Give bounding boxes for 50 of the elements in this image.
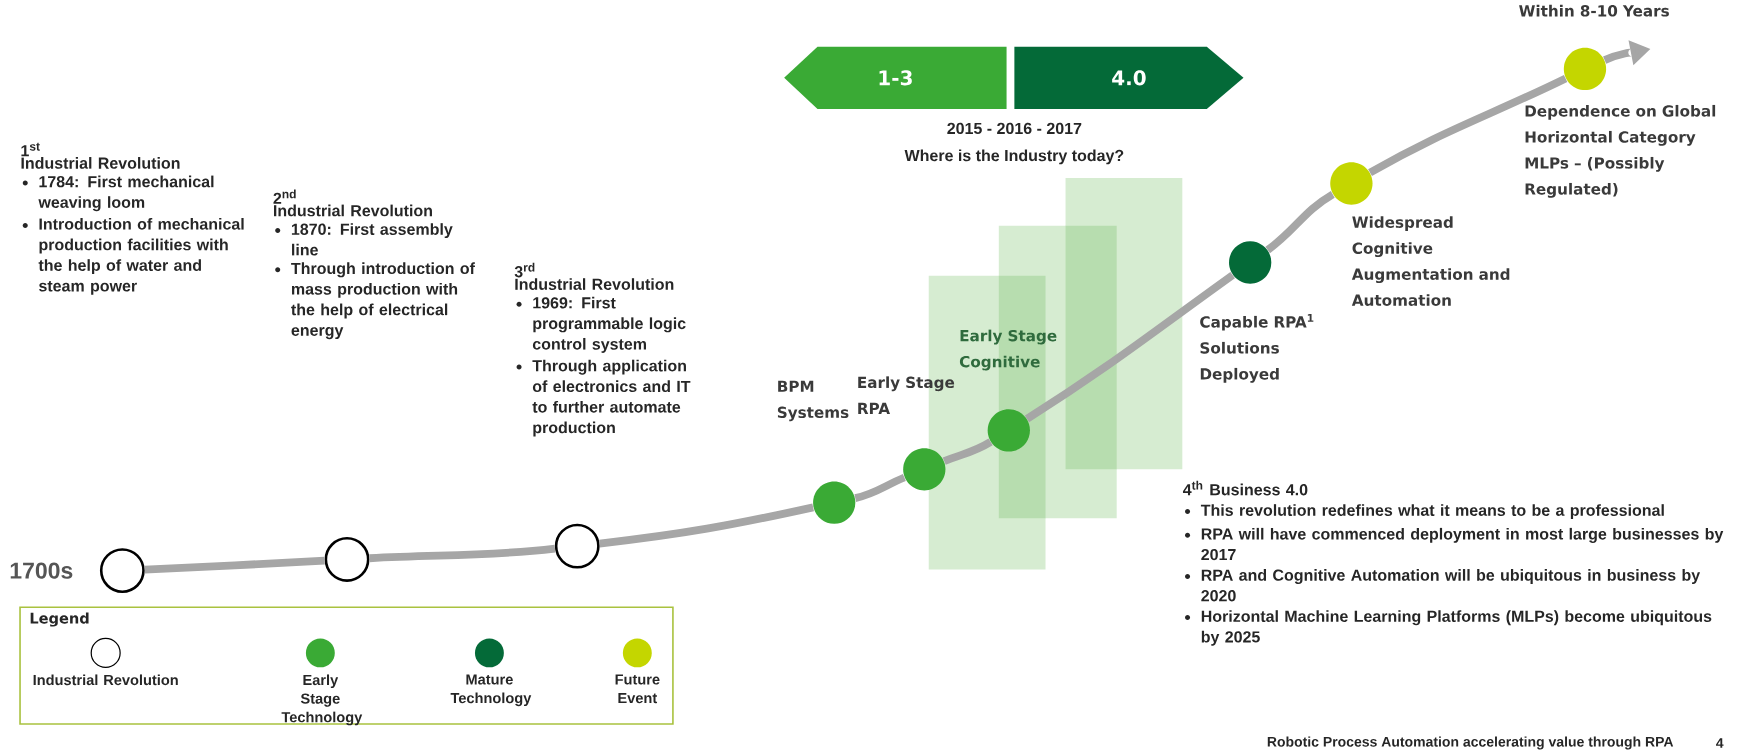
curve-segment bbox=[854, 473, 906, 502]
question-label: Where is the Industry today? bbox=[904, 149, 1124, 165]
bullet-item: This revolution redefines what it means to be a professional bbox=[1200, 504, 1664, 520]
milestone-label: 2$^{nd}$ bbox=[273, 189, 296, 204]
curve-segment bbox=[1368, 74, 1568, 177]
arrow-banner: 4.0 bbox=[1014, 46, 1244, 109]
bullet-item: Introduction of mechanical production facilities with the help of water and steam power bbox=[38, 218, 244, 295]
milestone-label: Early Stage RPA bbox=[858, 376, 955, 414]
milestone-label: BPM Systems bbox=[777, 380, 849, 422]
page-number: 4 bbox=[1716, 738, 1724, 748]
curve-segment bbox=[1024, 271, 1235, 423]
milestone-label: Capable RPA$^{1}$ Solutions Deployed bbox=[1200, 314, 1314, 383]
curve-segment bbox=[1265, 191, 1335, 254]
era-label: 1700s bbox=[10, 562, 73, 579]
legend-label: Mature Technology bbox=[450, 674, 532, 707]
milestone-circle bbox=[987, 409, 1030, 452]
milestone-circle bbox=[903, 448, 946, 491]
legend-title: Legend bbox=[30, 612, 89, 627]
milestone-label: Widespread Cognitive Augmentation and Automation bbox=[1351, 216, 1510, 306]
legend-label: Industrial Revolution bbox=[33, 674, 178, 686]
bullet-item: Horizontal Machine Learning Platforms (MLPs) become ubiquitous by 2025 bbox=[1201, 610, 1712, 646]
milestone-label: Industrial Revolution bbox=[274, 204, 432, 217]
milestone-circle bbox=[1330, 162, 1373, 205]
milestone-circle bbox=[99, 548, 145, 594]
milestone-label: 3$^{rd}$ bbox=[514, 262, 535, 278]
milestone-label: Early Stage Cognitive bbox=[959, 329, 1057, 371]
milestone-label: Within 8-10 Years bbox=[1519, 4, 1669, 17]
bullet-item: RPA will have commenced deployment in most large businesses by 2017 bbox=[1201, 527, 1724, 561]
bullet-item: 1784: First mechanical weaving loom bbox=[38, 175, 214, 212]
year-range-label: 2015 - 2016 - 2017 bbox=[947, 122, 1082, 135]
curve-segment bbox=[942, 438, 993, 465]
milestone-circle bbox=[813, 481, 856, 524]
bullet-item: 1969: First programmable logic control system bbox=[532, 296, 686, 353]
bullet-item: Through application of electronics and IT to further automate production bbox=[532, 359, 691, 437]
milestone-label: Dependence on Global Horizontal Category MLPs – (Possibly Regulated) bbox=[1525, 104, 1716, 198]
legend-label: Early Stage Technology bbox=[281, 674, 363, 726]
bullet-item: RPA and Cognitive Automation will be ubiquitous in business by 2020 bbox=[1201, 569, 1701, 602]
bullet-item: 1870: First assembly line bbox=[291, 223, 453, 256]
arrow-banner: 1-3 bbox=[784, 46, 1007, 109]
legend-label: Future Event bbox=[615, 674, 660, 704]
milestone-label: Industrial Revolution bbox=[515, 278, 674, 290]
milestone-label: 1$^{st}$ bbox=[21, 142, 40, 157]
footer-text: Robotic Process Automation accelerating value through RPA bbox=[1267, 736, 1674, 750]
milestone-circle bbox=[1563, 47, 1607, 91]
milestone-circle bbox=[1229, 241, 1272, 284]
bullet-item: Through introduction of mass production with the help of electrical energy bbox=[291, 262, 475, 340]
milestone-circle bbox=[324, 537, 370, 582]
section-heading: 4$^{th}$ Business 4.0 bbox=[1183, 480, 1308, 496]
milestone-label: Industrial Revolution bbox=[21, 157, 180, 169]
milestone-circle bbox=[554, 523, 600, 569]
